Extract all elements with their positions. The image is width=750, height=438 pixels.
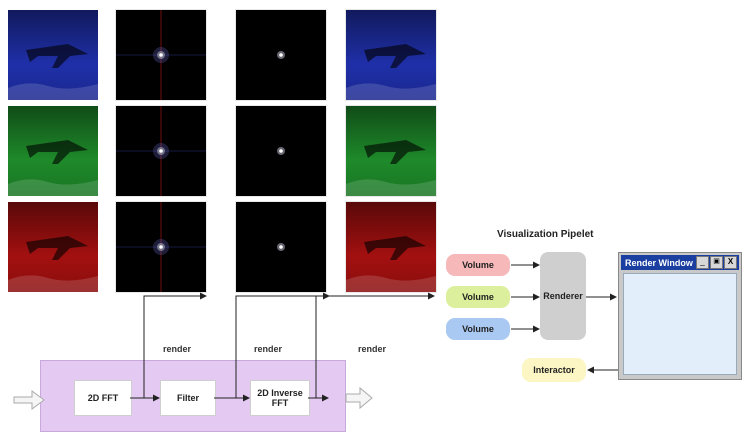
stage-2d-inverse-fft-label: 2D Inverse FFT xyxy=(257,387,303,408)
interactor-node: Interactor xyxy=(522,358,586,382)
interactor-label: Interactor xyxy=(533,365,575,375)
render-connector-3 xyxy=(315,292,435,398)
render-window-close-button[interactable]: X xyxy=(724,256,737,269)
render-window-titlebar: Render Window _ ▣ X xyxy=(621,255,739,270)
volume-node-3-label: Volume xyxy=(462,324,494,334)
render-window-canvas[interactable] xyxy=(623,273,737,375)
filtered-spectrum-blue xyxy=(235,9,327,101)
stage-2d-fft: 2D FFT xyxy=(74,380,132,416)
render-window-minimize-button[interactable]: _ xyxy=(696,256,709,269)
render-label-3: render xyxy=(358,344,387,354)
stage-filter-label: Filter xyxy=(176,392,199,403)
render-label-2: render xyxy=(254,344,283,354)
input-image-red-channel xyxy=(8,202,98,292)
renderer-node: Renderer xyxy=(540,252,586,340)
stage-2d-fft-label: 2D FFT xyxy=(87,392,119,403)
filtered-spectrum-green xyxy=(235,105,327,197)
fft-spectrum-green xyxy=(115,105,207,197)
fft-spectrum-red xyxy=(115,201,207,293)
stage-2d-inverse-fft: 2D Inverse FFT xyxy=(250,380,310,416)
render-window-restore-button[interactable]: ▣ xyxy=(710,256,723,269)
render-window: Render Window _ ▣ X xyxy=(618,252,742,380)
input-image-blue-channel xyxy=(8,10,98,100)
output-image-red-channel xyxy=(345,201,437,293)
volume-node-1-label: Volume xyxy=(462,260,494,270)
volume-node-3: Volume xyxy=(446,318,510,340)
filtered-spectrum-red xyxy=(235,201,327,293)
visualization-title: Visualization Pipelet xyxy=(497,229,594,240)
renderer-label: Renderer xyxy=(543,291,583,301)
fft-spectrum-blue xyxy=(115,9,207,101)
render-label-1: render xyxy=(163,344,192,354)
render-window-title: Render Window xyxy=(625,257,693,268)
volume-node-2: Volume xyxy=(446,286,510,308)
output-image-green-channel xyxy=(345,105,437,197)
input-image-green-channel xyxy=(8,106,98,196)
pipeline-input-arrow xyxy=(13,390,45,410)
output-image-blue-channel xyxy=(345,9,437,101)
render-connector-1 xyxy=(143,292,207,398)
render-connector-2 xyxy=(235,292,330,398)
volume-node-2-label: Volume xyxy=(462,292,494,302)
pipeline-output-arrow xyxy=(345,386,373,410)
volume-node-1: Volume xyxy=(446,254,510,276)
stage-filter: Filter xyxy=(160,380,216,416)
